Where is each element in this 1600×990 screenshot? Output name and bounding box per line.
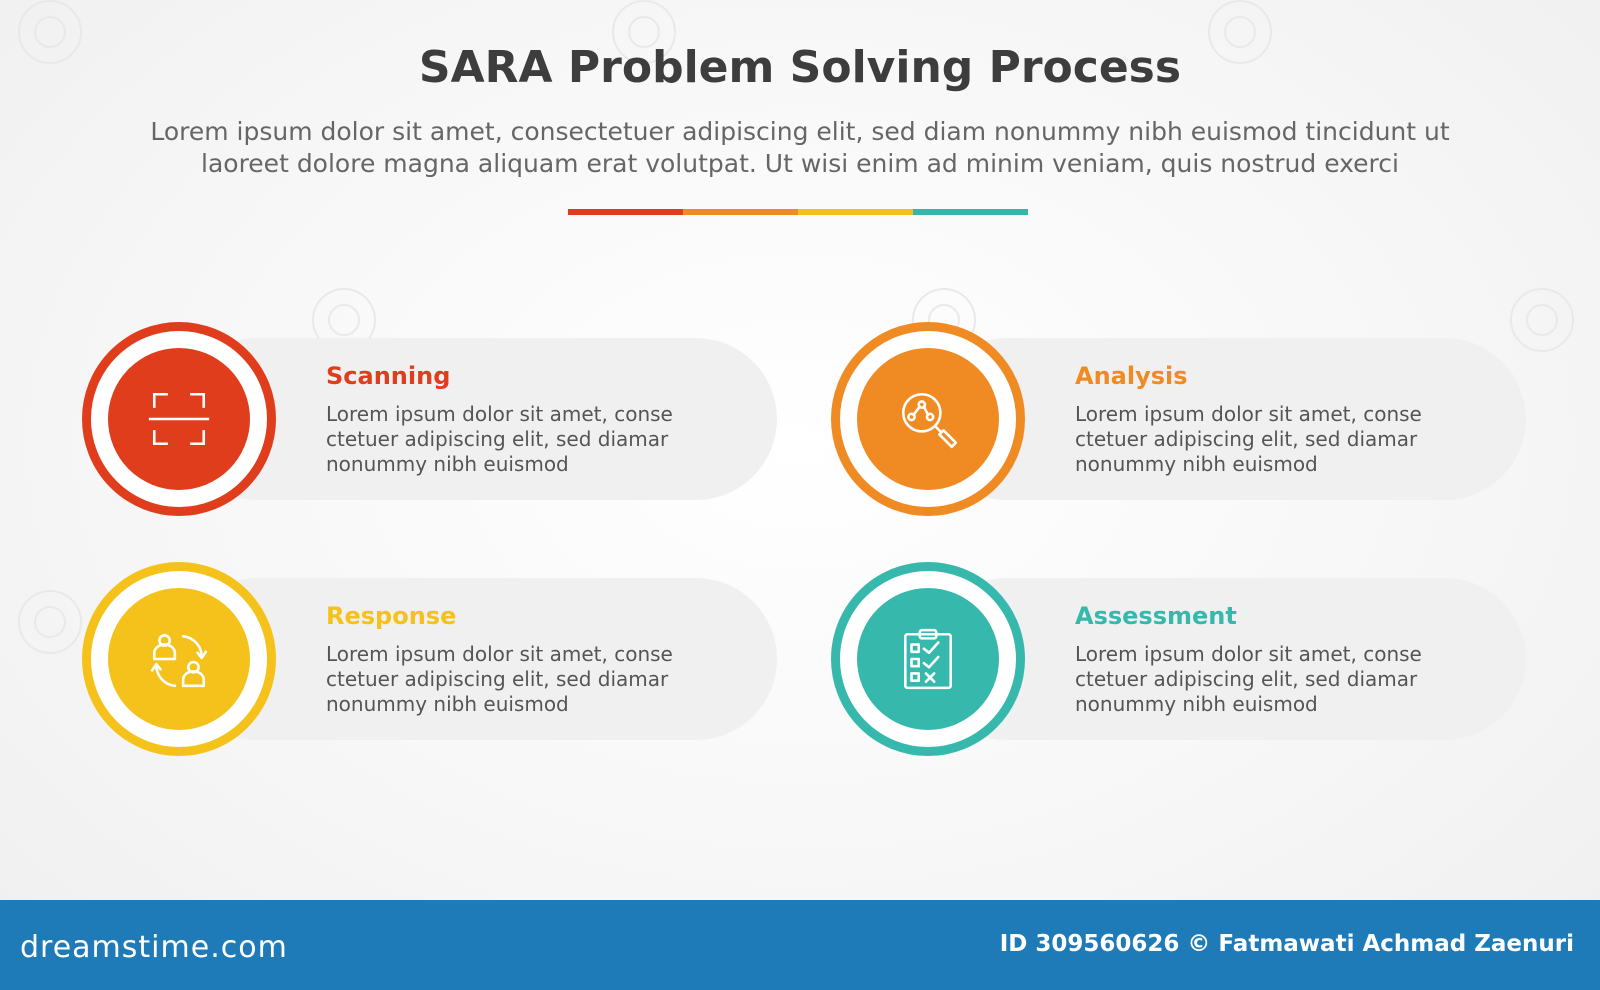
image-credit: ID 309560626 © Fatmawati Achmad Zaenuri [999,931,1574,957]
step-disc [108,348,250,490]
step-description-line: Lorem ipsum dolor sit amet, conse [1075,642,1422,666]
step-disc [857,588,999,730]
step-description-line: Lorem ipsum dolor sit amet, conse [326,642,673,666]
step-description: Lorem ipsum dolor sit amet, conse ctetue… [1075,402,1455,477]
magnifier-analysis-icon [901,392,958,449]
step-title: Assessment [1075,602,1237,630]
step-description: Lorem ipsum dolor sit amet, conse ctetue… [326,642,706,717]
step-description-line: nonummy nibh euismod [1075,452,1318,476]
page-title: SARA Problem Solving Process [418,42,1182,93]
brand-logo[interactable]: dreamstime.com [20,930,288,965]
step-ring [831,322,1025,516]
step-card-scanning: Scanning Lorem ipsum dolor sit amet, con… [82,322,782,522]
divider-segment [798,209,913,215]
step-ring [831,562,1025,756]
step-pill [926,338,1526,500]
divider-segment [568,209,683,215]
page-subtitle: Lorem ipsum dolor sit amet, consectetuer… [110,116,1490,180]
step-description-line: ctetuer adipiscing elit, sed diamar [1075,427,1418,451]
step-description-line: nonummy nibh euismod [326,692,569,716]
step-disc [857,348,999,490]
step-title: Scanning [326,362,451,390]
step-description-line: nonummy nibh euismod [1075,692,1318,716]
step-ring [82,322,276,516]
watermark-mark [1208,0,1272,64]
step-description: Lorem ipsum dolor sit amet, conse ctetue… [326,402,706,477]
step-description-line: Lorem ipsum dolor sit amet, conse [326,402,673,426]
watermark-mark [1510,288,1574,352]
step-description-line: ctetuer adipiscing elit, sed diamar [1075,667,1418,691]
step-description-line: nonummy nibh euismod [326,452,569,476]
step-pill [177,578,777,740]
step-description-line: ctetuer adipiscing elit, sed diamar [326,667,669,691]
clipboard-checklist-icon [904,628,952,690]
step-description: Lorem ipsum dolor sit amet, conse ctetue… [1075,642,1455,717]
step-description-line: ctetuer adipiscing elit, sed diamar [326,427,669,451]
step-disc [108,588,250,730]
step-card-assessment: Assessment Lorem ipsum dolor sit amet, c… [831,562,1531,762]
watermark-mark [18,590,82,654]
title-divider [568,209,1028,215]
watermark-mark [18,0,82,64]
step-title: Analysis [1075,362,1188,390]
step-description-line: Lorem ipsum dolor sit amet, conse [1075,402,1422,426]
footer-bar: dreamstime.com ID 309560626 © Fatmawati … [0,900,1600,990]
step-card-analysis: Analysis Lorem ipsum dolor sit amet, con… [831,322,1531,522]
step-pill [926,578,1526,740]
step-card-response: Response Lorem ipsum dolor sit amet, con… [82,562,782,762]
subtitle-line: laoreet dolore magna aliquam erat volutp… [201,149,1399,178]
divider-segment [683,209,798,215]
divider-segment [913,209,1028,215]
watermark-mark [612,0,676,64]
step-ring [82,562,276,756]
people-exchange-icon [150,633,208,688]
step-pill [177,338,777,500]
scan-frame-icon [148,392,210,446]
subtitle-line: Lorem ipsum dolor sit amet, consectetuer… [150,117,1450,146]
step-title: Response [326,602,457,630]
